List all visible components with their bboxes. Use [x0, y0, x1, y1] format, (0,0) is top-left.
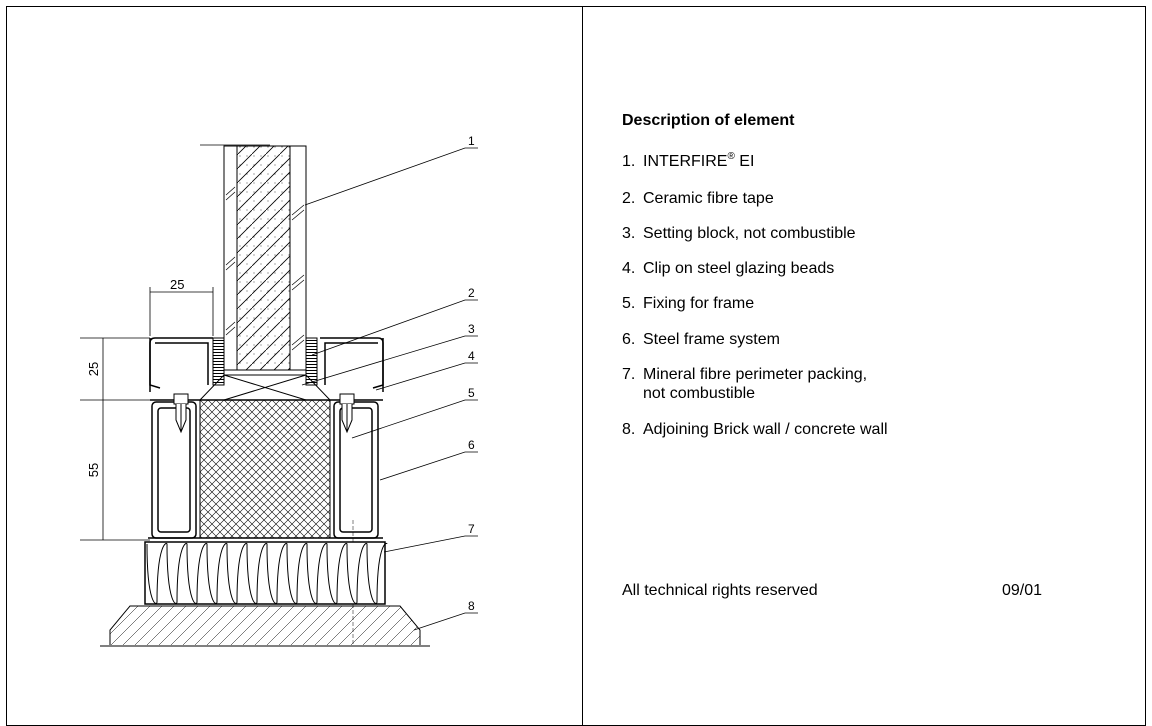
- leader-lines: [301, 147, 478, 631]
- frame-core-infill: [199, 399, 331, 539]
- item-number: 7.: [622, 366, 636, 383]
- adjoining-wall: [100, 605, 430, 647]
- description-item-6: 6. Steel frame system: [622, 330, 780, 349]
- callout-numbers: 1 2 3 4 5 6 7 8: [468, 134, 475, 613]
- item-number: 4.: [622, 260, 636, 277]
- glazing-bead-right: [320, 337, 384, 392]
- description-item-1: 1. INTERFIRE® EI: [622, 152, 754, 171]
- callout-1: 1: [468, 134, 475, 148]
- section-drawing: 25 25 55 1 2 3 4 5 6 7 8: [80, 134, 478, 647]
- fixing-screw-left: [173, 393, 189, 434]
- item-number: 1.: [622, 153, 636, 170]
- sheet-divider: [582, 6, 583, 726]
- description-item-8: 8. Adjoining Brick wall / concrete wall: [622, 420, 888, 439]
- item-number: 8.: [622, 421, 636, 438]
- glass-pane: [223, 145, 307, 371]
- description-item-5: 5. Fixing for frame: [622, 294, 754, 313]
- item-number: 5.: [622, 295, 636, 312]
- description-item-7: 7. Mineral fibre perimeter packing, not c…: [622, 365, 867, 403]
- callout-3: 3: [468, 322, 475, 336]
- callout-4: 4: [468, 349, 475, 363]
- item-text: Steel frame system: [643, 331, 780, 348]
- callout-7: 7: [468, 522, 475, 536]
- registered-mark: ®: [727, 151, 735, 162]
- item-number: 3.: [622, 225, 636, 242]
- description-item-2: 2. Ceramic fibre tape: [622, 189, 774, 208]
- item-continuation: not combustible: [643, 385, 756, 402]
- dimension-label-frame-height: 55: [86, 463, 101, 477]
- rights-notice: All technical rights reserved: [622, 582, 818, 599]
- item-number: 6.: [622, 331, 636, 348]
- glazing-bead-left: [149, 337, 213, 392]
- callout-8: 8: [468, 599, 475, 613]
- ceramic-tape-right: [305, 337, 318, 386]
- item-suffix: EI: [734, 153, 755, 170]
- item-text: Clip on steel glazing beads: [643, 260, 835, 277]
- dimension-label-bead-height: 25: [86, 362, 101, 376]
- dimension-label-bead-width: 25: [170, 277, 184, 292]
- callout-6: 6: [468, 438, 475, 452]
- callout-2: 2: [468, 286, 475, 300]
- mineral-fibre-packing: [144, 541, 388, 605]
- item-text: Ceramic fibre tape: [643, 190, 774, 207]
- callout-5: 5: [468, 386, 475, 400]
- dimension-heights: [80, 337, 150, 541]
- description-title: Description of element: [622, 112, 795, 129]
- item-text: Adjoining Brick wall / concrete wall: [643, 421, 888, 438]
- ceramic-tape-left: [212, 337, 225, 386]
- dimension-bead-width: [149, 287, 214, 336]
- revision-date: 09/01: [1002, 582, 1043, 599]
- description-item-4: 4. Clip on steel glazing beads: [622, 259, 834, 278]
- fixing-screw-right: [339, 393, 355, 434]
- item-number: 2.: [622, 190, 636, 207]
- item-text: Mineral fibre perimeter packing,: [643, 366, 868, 383]
- item-text: INTERFIRE: [643, 153, 728, 170]
- item-text: Setting block, not combustible: [643, 225, 856, 242]
- item-text: Fixing for frame: [643, 295, 755, 312]
- description-item-3: 3. Setting block, not combustible: [622, 224, 856, 243]
